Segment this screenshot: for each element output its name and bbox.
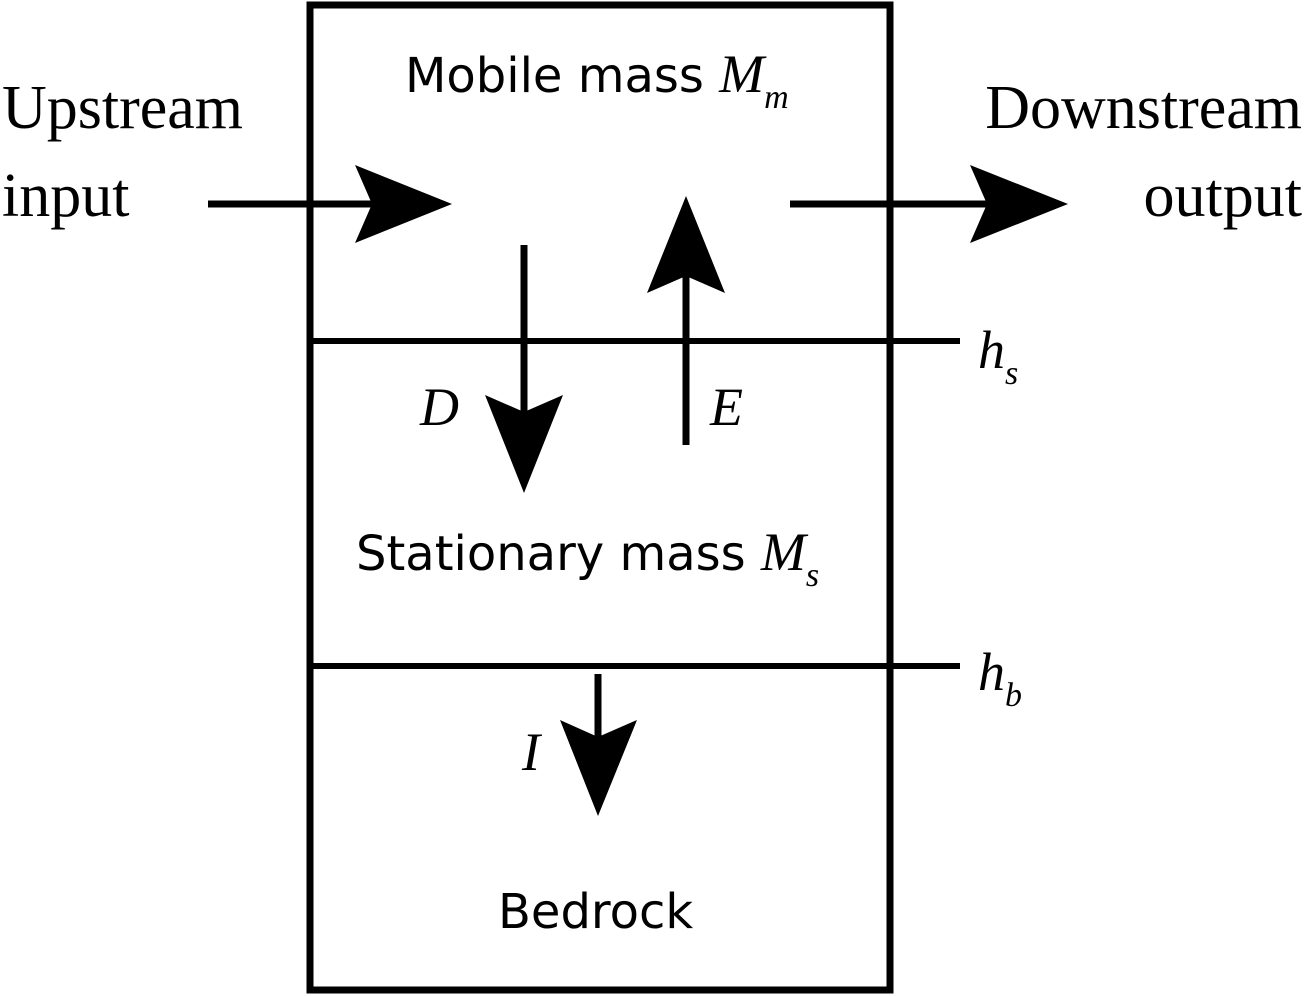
upstream-label-1: Upstream xyxy=(2,74,243,142)
bedrock-label: Bedrock xyxy=(498,884,693,940)
erosion-arrow xyxy=(647,196,725,445)
deposition-arrow xyxy=(485,245,563,493)
mobile-mass-label: Mobile mass Mm xyxy=(405,44,789,116)
incision-label: I xyxy=(521,722,543,782)
upstream-arrow xyxy=(208,165,452,243)
downstream-label-2: output xyxy=(1144,162,1302,230)
column-box xyxy=(306,1,894,994)
erosion-label: E xyxy=(709,377,743,437)
deposition-label: D xyxy=(419,377,459,437)
upstream-label-2: input xyxy=(2,162,129,230)
downstream-label-1: Downstream xyxy=(985,74,1302,142)
hs-label: hs xyxy=(978,320,1018,392)
incision-arrow xyxy=(560,674,637,816)
downstream-arrow xyxy=(790,165,1068,243)
stationary-mass-label: Stationary mass Ms xyxy=(356,522,819,594)
hb-label: hb xyxy=(978,642,1022,714)
